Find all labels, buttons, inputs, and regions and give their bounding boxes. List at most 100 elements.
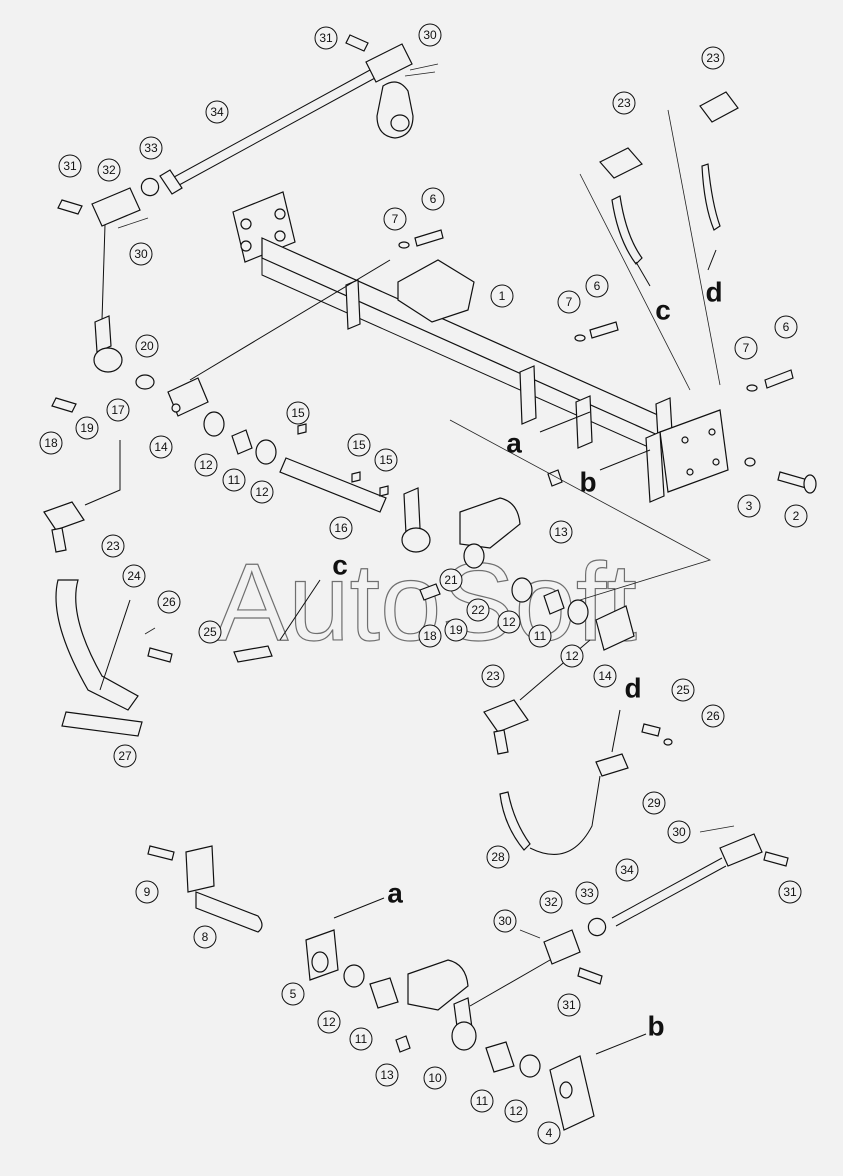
callout-circle	[481, 664, 505, 688]
part-callout-20: 20	[135, 334, 159, 358]
callout-number: 21	[444, 573, 458, 587]
callout-number: 12	[322, 1015, 336, 1029]
callout-number: 7	[392, 212, 399, 226]
part-callout-18: 18	[39, 431, 63, 455]
callout-circle	[281, 982, 305, 1006]
part-callout-7: 7	[734, 336, 758, 360]
callout-number: 30	[498, 914, 512, 928]
callout-circle	[418, 23, 442, 47]
callout-number: 15	[291, 406, 305, 420]
callout-number: 15	[379, 453, 393, 467]
callout-number: 15	[352, 438, 366, 452]
part-callout-14: 14	[149, 435, 173, 459]
yoke-assembly-left	[57, 187, 149, 321]
part-callout-23: 23	[612, 91, 636, 115]
part-callout-27: 27	[113, 744, 137, 768]
callout-number: 29	[647, 796, 661, 810]
callout-circle	[129, 242, 153, 266]
callout-number: 23	[486, 669, 500, 683]
part-callout-34: 34	[615, 858, 639, 882]
callout-circle	[671, 678, 695, 702]
reference-letter-a: a	[506, 428, 522, 459]
callout-number: 14	[154, 440, 168, 454]
callout-circle	[374, 448, 398, 472]
callout-number: 23	[706, 51, 720, 65]
part-callout-30: 30	[493, 909, 517, 933]
part-callout-3: 3	[737, 494, 761, 518]
reference-letter-c: c	[655, 295, 671, 326]
callout-circle	[537, 1121, 561, 1145]
callout-number: 18	[44, 436, 58, 450]
part-callout-19: 19	[75, 416, 99, 440]
part-callout-5: 5	[281, 982, 305, 1006]
callout-circle	[106, 398, 130, 422]
callout-circle	[493, 909, 517, 933]
part-callout-12: 12	[504, 1099, 528, 1123]
callout-circle	[549, 520, 573, 544]
part-callout-31: 31	[778, 880, 802, 904]
callout-circle	[737, 494, 761, 518]
callout-circle	[774, 315, 798, 339]
callout-number: 12	[565, 649, 579, 663]
part-callout-18: 18	[418, 624, 442, 648]
part-callout-13: 13	[549, 520, 573, 544]
callout-circle	[205, 100, 229, 124]
reference-letter-b: b	[647, 1011, 664, 1042]
callout-circle	[75, 416, 99, 440]
callout-circle	[139, 136, 163, 160]
part-callout-25: 25	[198, 620, 222, 644]
part-callout-24: 24	[122, 564, 146, 588]
callout-number: 3	[746, 499, 753, 513]
part-callout-29: 29	[642, 791, 666, 815]
part-callout-30: 30	[418, 23, 442, 47]
callout-number: 30	[672, 825, 686, 839]
callout-number: 19	[80, 421, 94, 435]
callout-circle	[39, 431, 63, 455]
callout-circle	[490, 284, 514, 308]
callout-number: 8	[202, 930, 209, 944]
part-callout-9: 9	[135, 880, 159, 904]
callout-circle	[101, 534, 125, 558]
callout-number: 32	[544, 895, 558, 909]
part-callout-15: 15	[374, 448, 398, 472]
callout-circle	[347, 433, 371, 457]
part-callout-33: 33	[139, 136, 163, 160]
part-callout-15: 15	[347, 433, 371, 457]
part-callout-19: 19	[444, 618, 468, 642]
callout-circle	[317, 1010, 341, 1034]
callout-circle	[557, 993, 581, 1017]
reference-letter-d: d	[705, 277, 722, 308]
callout-number: 31	[783, 885, 797, 899]
callout-circle	[528, 624, 552, 648]
part-callout-2: 2	[784, 504, 808, 528]
part-callout-32: 32	[539, 890, 563, 914]
callout-circle	[314, 26, 338, 50]
callout-number: 31	[63, 159, 77, 173]
callout-circle	[701, 46, 725, 70]
reference-letter-d: d	[624, 673, 641, 704]
part-callout-32: 32	[97, 158, 121, 182]
callout-number: 23	[617, 96, 631, 110]
callout-number: 5	[290, 987, 297, 1001]
part-callout-13: 13	[375, 1063, 399, 1087]
callout-number: 11	[228, 473, 241, 487]
callout-circle	[486, 845, 510, 869]
callout-circle	[329, 516, 353, 540]
callout-number: 12	[509, 1104, 523, 1118]
callout-number: 11	[534, 629, 547, 643]
callout-number: 1	[499, 289, 506, 303]
callout-number: 24	[127, 569, 141, 583]
callout-number: 9	[144, 885, 151, 899]
part-callout-6: 6	[774, 315, 798, 339]
shaft-assembly-left	[51, 259, 391, 513]
part-callout-11: 11	[528, 624, 552, 648]
part-callout-26: 26	[157, 590, 181, 614]
callout-circle	[113, 744, 137, 768]
part-callout-31: 31	[557, 993, 581, 1017]
part-callout-30: 30	[667, 820, 691, 844]
part-callout-10: 10	[423, 1066, 447, 1090]
rod-assembly-bottom	[611, 825, 789, 927]
part-callout-4: 4	[537, 1121, 561, 1145]
part-callout-28: 28	[486, 845, 510, 869]
